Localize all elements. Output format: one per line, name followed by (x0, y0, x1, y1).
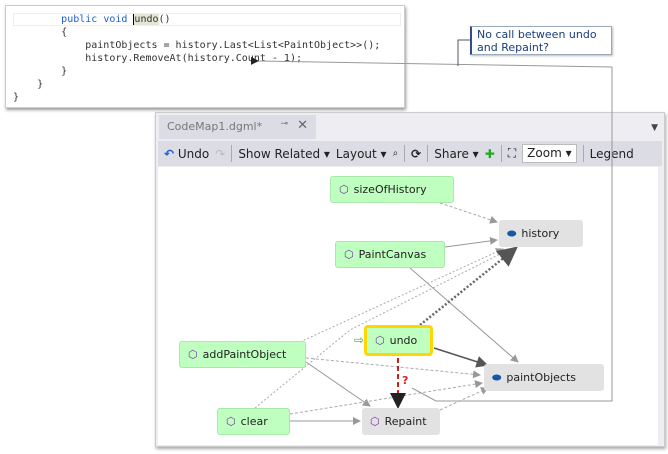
edge (433, 347, 489, 368)
separator (500, 145, 502, 162)
current-location-arrow-icon: ⇨ (354, 333, 365, 347)
node-PaintCanvas[interactable]: ⬡ PaintCanvas (335, 241, 445, 268)
code-editor[interactable]: public void undo() { paintObjects = hist… (5, 5, 405, 108)
tab-label: CodeMap1.dgml* (167, 120, 263, 133)
code-line: public void undo() (61, 14, 171, 25)
node-addPaintObject[interactable]: ⬡ addPaintObject (179, 341, 306, 368)
zoom-to-fit-icon[interactable]: ⛶ (507, 146, 517, 160)
edge (305, 361, 371, 407)
node-clear[interactable]: ⬡ clear (217, 408, 290, 435)
code-line: paintObjects = history.Last<List<PaintOb… (13, 40, 381, 51)
code-line: { (13, 27, 68, 38)
node-label: paintObjects (506, 371, 577, 384)
graph-canvas[interactable] (158, 167, 658, 445)
close-icon[interactable]: ✕ (297, 118, 308, 133)
separator (404, 145, 406, 162)
node-label: addPaintObject (202, 348, 287, 361)
add-comment-icon[interactable]: ✚ (484, 146, 495, 161)
separator (231, 145, 233, 162)
callout-text: and Repaint? (477, 41, 550, 54)
code-line: } (13, 92, 20, 103)
refresh-icon[interactable]: ⟳ (411, 146, 422, 161)
node-undo[interactable]: ⬡ undo (364, 325, 433, 356)
callout-connector (250, 56, 613, 68)
method-icon: ⬡ (375, 334, 385, 347)
pin-icon[interactable]: ⊸ (280, 119, 288, 129)
edge (419, 246, 518, 326)
node-label: sizeOfHistory (353, 183, 427, 196)
field-icon: ⬬ (507, 226, 517, 240)
code-line: } (13, 66, 68, 77)
edge (289, 380, 483, 415)
method-icon: ⬡ (344, 248, 354, 261)
edge (439, 202, 498, 224)
edge (444, 236, 498, 248)
edge (439, 387, 489, 411)
method-icon: ⬡ (370, 415, 380, 428)
separator (427, 145, 429, 162)
node-label: history (521, 227, 560, 240)
edge (299, 248, 504, 343)
node-Repaint[interactable]: ⬡ Repaint (362, 408, 440, 435)
undo-button[interactable]: ↶ Undo (164, 147, 209, 161)
show-related-button[interactable]: Show Related ▾ (238, 146, 330, 161)
node-label: undo (389, 334, 418, 347)
find-icon[interactable]: ⌕ (392, 148, 399, 159)
zoom-value: Zoom (527, 146, 562, 160)
callout-leader (457, 39, 470, 66)
callout-connector (411, 67, 613, 402)
undo-icon: ↶ (164, 146, 175, 161)
field-icon: ⬬ (492, 370, 502, 384)
toolbar: ↶ Undo ↷ Show Related ▾ Layout ▾ ⌕ ⟳ Sha… (158, 141, 662, 166)
method-icon: ⬡ (188, 348, 198, 361)
separator (582, 145, 584, 162)
node-label: Repaint (384, 415, 427, 428)
missing-link-question-mark: ? (402, 374, 409, 387)
node-sizeOfHistory[interactable]: ⬡ sizeOfHistory (330, 176, 454, 203)
code-line: history.RemoveAt(history.Count - 1); (13, 53, 302, 64)
current-line-highlight (13, 13, 401, 26)
code-line: } (13, 79, 44, 90)
callout-text: No call between undo (477, 28, 597, 41)
undo-label: Undo (177, 146, 210, 161)
window-menu-dropdown[interactable]: ▼ (651, 123, 658, 133)
redo-icon[interactable]: ↷ (215, 146, 226, 161)
share-button[interactable]: Share ▾ (434, 146, 479, 161)
zoom-dropdown[interactable]: Zoom ▾ (522, 144, 577, 163)
code-map-window: CodeMap1.dgml* ⊸ ✕ ▼ ↶ Undo ↷ Show Related… (155, 112, 665, 447)
tab-codemap1[interactable]: CodeMap1.dgml* ⊸ ✕ (159, 115, 316, 139)
node-label: PaintCanvas (358, 248, 427, 261)
node-paintObjects[interactable]: ⬬ paintObjects (484, 364, 604, 391)
node-label: clear (240, 415, 268, 428)
edge (254, 249, 509, 409)
method-icon: ⬡ (226, 415, 236, 428)
edge (305, 357, 481, 379)
node-history[interactable]: ⬬ history (499, 220, 583, 247)
method-icon: ⬡ (339, 183, 349, 196)
layout-button[interactable]: Layout ▾ (335, 146, 387, 161)
